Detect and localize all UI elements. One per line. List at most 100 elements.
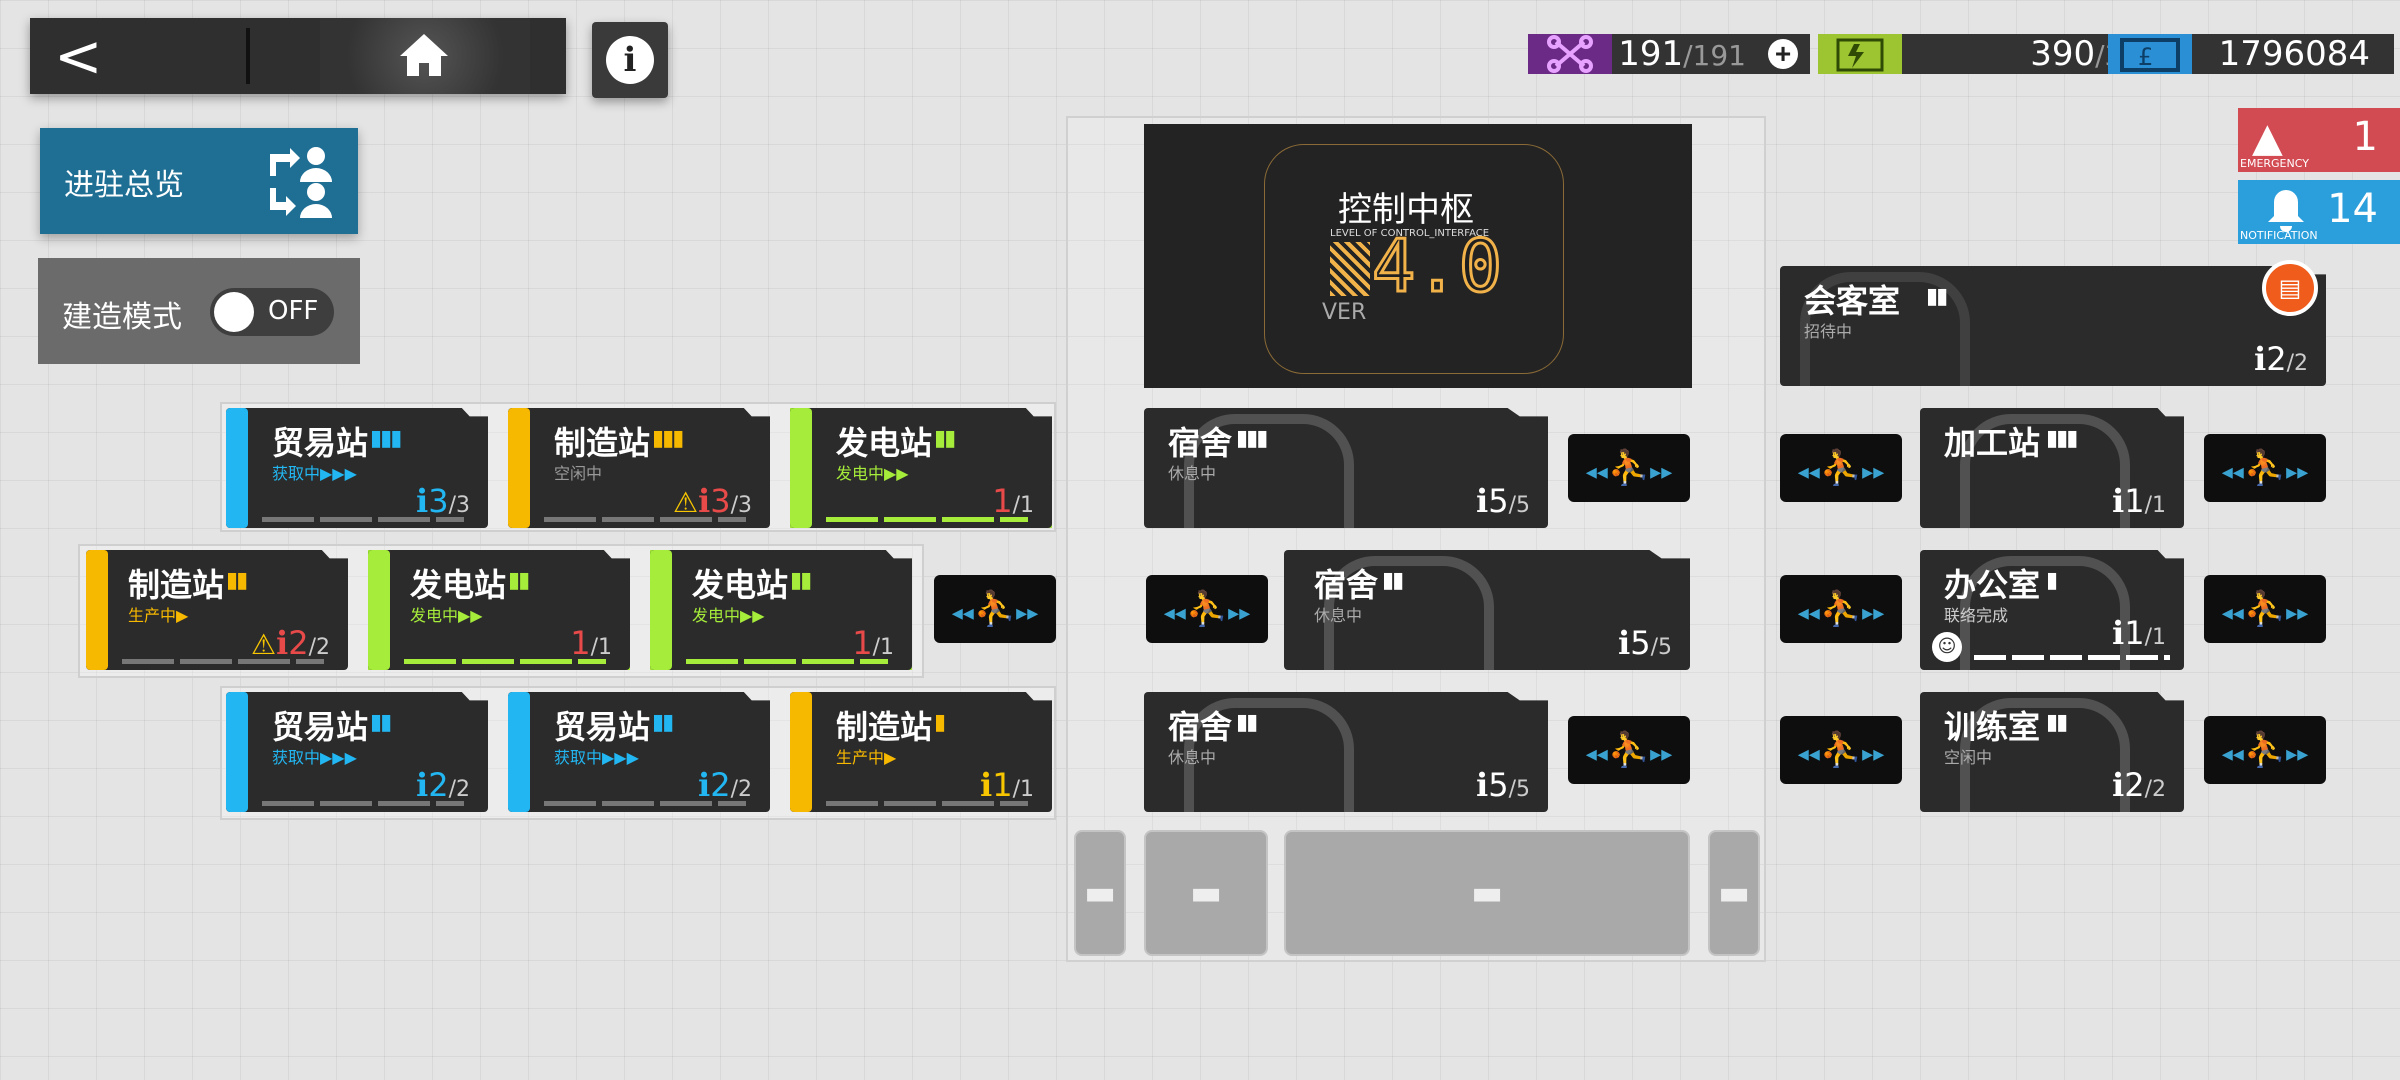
- gold-bar-icon: ▬: [1189, 873, 1223, 913]
- info-icon: i: [606, 36, 654, 84]
- progress-bars: [826, 801, 1028, 806]
- power-plant-2[interactable]: 发电站 ▮▮ 发电中▶▶ 1/1: [368, 550, 630, 670]
- room-type-stripe: [790, 692, 812, 812]
- room-capacity: ℹ2/2: [2254, 340, 2308, 378]
- progress-bars: [826, 517, 1028, 522]
- staff-pips: ▮▮: [1926, 284, 1948, 309]
- money-counter: £ 1796084: [2108, 34, 2394, 74]
- staff-pips: ▮▮: [226, 568, 248, 593]
- control-center-room[interactable]: 控制中枢 LEVEL OF CONTROL_INTERFACE VER 4.0: [1144, 124, 1692, 388]
- room-bg-icon: [1184, 414, 1354, 528]
- trading-post-1[interactable]: 贸易站 ▮▮▮ 获取中▶▶▶ ℹ3/3: [226, 408, 488, 528]
- operator-icon: ☺: [1932, 632, 1962, 662]
- progress-bars: [544, 801, 746, 806]
- staff-pips: ▮▮: [652, 710, 674, 735]
- room-bg-icon: [1960, 698, 2130, 812]
- clue-badge-icon[interactable]: ▤: [2262, 260, 2318, 316]
- stairs-icon[interactable]: ◂◂⛹▸▸: [934, 575, 1056, 643]
- stairs-icon[interactable]: ◂◂⛹▸▸: [1568, 434, 1690, 502]
- room-capacity: ℹ3/3: [416, 482, 470, 520]
- room-status: 获取中▶▶▶: [272, 464, 357, 483]
- build-mode-panel: 建造模式 OFF: [38, 258, 360, 364]
- top-nav-bar: <: [30, 18, 566, 94]
- factory-2[interactable]: 制造站 ▮▮ 生产中▶ ⚠ℹ2/2: [86, 550, 348, 670]
- stairs-icon[interactable]: ◂◂⛹▸▸: [1568, 716, 1690, 784]
- room-type-stripe: [790, 408, 812, 528]
- stairs-icon[interactable]: ◂◂⛹▸▸: [2204, 434, 2326, 502]
- bell-icon: [2268, 190, 2304, 232]
- basement-slot[interactable]: ▬: [1144, 830, 1268, 956]
- staff-pips: ▮▮: [1236, 710, 1258, 735]
- room-capacity: 1/1: [852, 624, 894, 662]
- reception-room[interactable]: 会客室 ▮▮ 招待中 ℹ2/2: [1780, 266, 2326, 386]
- basement-slot[interactable]: ▬: [1708, 830, 1760, 956]
- info-button[interactable]: i: [592, 22, 668, 98]
- warning-icon: ⚠: [250, 628, 277, 661]
- warning-icon: ▲: [2252, 115, 2283, 161]
- room-type-stripe: [226, 692, 248, 812]
- room-name: 制造站: [836, 708, 933, 746]
- room-status: 发电中▶▶: [692, 606, 765, 625]
- office-room[interactable]: 办公室 ▮ 联络完成 ℹ1/1 ☺: [1920, 550, 2184, 670]
- battery-icon: [1818, 34, 1902, 74]
- room-capacity: ℹ5/5: [1476, 482, 1530, 520]
- stairs-icon[interactable]: ◂◂⛹▸▸: [1780, 434, 1902, 502]
- room-type-stripe: [508, 692, 530, 812]
- dormitory-1[interactable]: 宿舍 ▮▮▮ 休息中 ℹ5/5: [1144, 408, 1548, 528]
- control-ring: [1264, 144, 1564, 374]
- trading-post-3[interactable]: 贸易站 ▮▮ 获取中▶▶▶ ℹ2/2: [508, 692, 770, 812]
- stairs-icon[interactable]: ◂◂⛹▸▸: [1780, 716, 1902, 784]
- power-plant-3[interactable]: 发电站 ▮▮ 发电中▶▶ 1/1: [650, 550, 912, 670]
- overview-label: 进驻总览: [64, 168, 184, 203]
- basement-slot[interactable]: ▬: [1074, 830, 1126, 956]
- workshop-room[interactable]: 加工站 ▮▮▮ ℹ1/1: [1920, 408, 2184, 528]
- progress-bars: [122, 659, 324, 664]
- toggle-state: OFF: [268, 296, 319, 326]
- power-plant-1[interactable]: 发电站 ▮▮ 发电中▶▶ 1/1: [790, 408, 1052, 528]
- room-name: 贸易站: [272, 424, 369, 462]
- room-name: 训练室: [1944, 708, 2041, 746]
- staff-pips: ▮▮: [370, 710, 392, 735]
- emergency-alert-button[interactable]: ▲ 1 EMERGENCY: [2238, 108, 2400, 172]
- factory-1[interactable]: 制造站 ▮▮▮ 空闲中 ⚠ℹ3/3: [508, 408, 770, 528]
- lmd-icon: £: [2108, 34, 2192, 74]
- basement-slot[interactable]: ▬: [1284, 830, 1690, 956]
- stairs-icon[interactable]: ◂◂⛹▸▸: [2204, 716, 2326, 784]
- notification-button[interactable]: 14 NOTIFICATION: [2238, 180, 2400, 244]
- home-button[interactable]: [320, 18, 530, 94]
- room-status: 生产中▶: [836, 748, 897, 767]
- add-drone-button[interactable]: +: [1768, 39, 1798, 69]
- dormitory-3[interactable]: 宿舍 ▮▮ 休息中 ℹ5/5: [1144, 692, 1548, 812]
- room-name: 办公室: [1944, 566, 2041, 604]
- progress-bars: [544, 517, 746, 522]
- room-capacity: ℹ2/2: [416, 766, 470, 804]
- room-capacity: ℹ5/5: [1618, 624, 1672, 662]
- back-arrow-icon: <: [54, 22, 103, 90]
- build-mode-toggle[interactable]: OFF: [210, 288, 334, 336]
- trading-post-2[interactable]: 贸易站 ▮▮ 获取中▶▶▶ ℹ2/2: [226, 692, 488, 812]
- room-status: 发电中▶▶: [836, 464, 909, 483]
- control-center-subtitle: LEVEL OF CONTROL_INTERFACE: [1330, 228, 1490, 239]
- staff-pips: ▮▮: [790, 568, 812, 593]
- training-room[interactable]: 训练室 ▮▮ 空闲中 ℹ2/2: [1920, 692, 2184, 812]
- home-icon: [400, 34, 448, 76]
- dormitory-2[interactable]: 宿舍 ▮▮ 休息中 ℹ5/5: [1284, 550, 1690, 670]
- factory-3[interactable]: 制造站 ▮ 生产中▶ ℹ1/1: [790, 692, 1052, 812]
- room-status: 生产中▶: [128, 606, 189, 625]
- staff-pips: ▮▮: [2046, 710, 2068, 735]
- staff-pips: ▮▮▮: [2046, 426, 2078, 451]
- room-type-stripe: [86, 550, 108, 670]
- stairs-icon[interactable]: ◂◂⛹▸▸: [1780, 575, 1902, 643]
- stairs-icon[interactable]: ◂◂⛹▸▸: [1146, 575, 1268, 643]
- stairs-icon[interactable]: ◂◂⛹▸▸: [2204, 575, 2326, 643]
- energy-value: 390: [2030, 34, 2096, 74]
- room-name: 宿舍: [1314, 566, 1379, 604]
- room-name: 加工站: [1944, 424, 2041, 462]
- room-type-stripe: [650, 550, 672, 670]
- progress-bars: [262, 801, 464, 806]
- back-button[interactable]: <: [30, 18, 250, 94]
- room-capacity: 1/1: [570, 624, 612, 662]
- staff-pips: ▮▮: [934, 426, 956, 451]
- room-status: 招待中: [1804, 322, 1853, 341]
- station-overview-button[interactable]: 进驻总览: [40, 128, 358, 234]
